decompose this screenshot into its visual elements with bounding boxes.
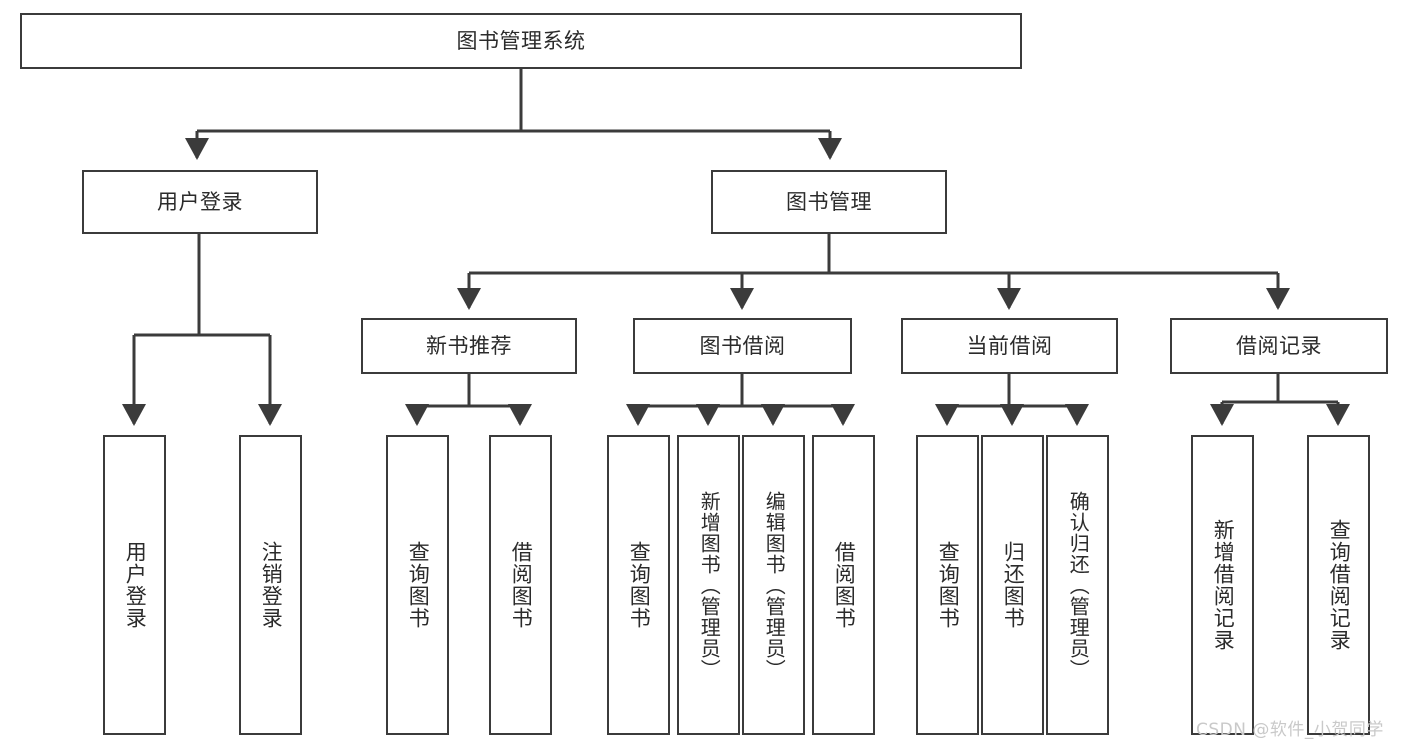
node-label: 借阅图书 xyxy=(832,541,857,629)
node-label: 新书推荐 xyxy=(426,333,512,358)
node-label: 确认归还（管理员） xyxy=(1066,490,1091,680)
node-leaf-query-book-recommend[interactable]: 查询图书 xyxy=(386,435,449,735)
node-label: 用户登录 xyxy=(123,541,148,629)
node-book-borrow[interactable]: 图书借阅 xyxy=(633,318,852,374)
node-label: 查询图书 xyxy=(406,541,431,629)
node-leaf-edit-book-admin[interactable]: 编辑图书（管理员） xyxy=(742,435,805,735)
node-label: 查询图书 xyxy=(627,541,652,629)
node-leaf-borrow-book-recommend[interactable]: 借阅图书 xyxy=(489,435,552,735)
node-label: 新增借阅记录 xyxy=(1211,519,1236,651)
node-leaf-user-login[interactable]: 用户登录 xyxy=(103,435,166,735)
node-leaf-confirm-return-admin[interactable]: 确认归还（管理员） xyxy=(1046,435,1109,735)
node-label: 当前借阅 xyxy=(966,333,1053,358)
node-current-borrow[interactable]: 当前借阅 xyxy=(901,318,1118,374)
node-label: 归还图书 xyxy=(1001,541,1026,629)
node-label: 借阅图书 xyxy=(509,541,534,629)
watermark: CSDN @软件_小贺同学 xyxy=(1196,720,1384,740)
node-label: 图书管理系统 xyxy=(456,28,586,53)
node-label: 图书借阅 xyxy=(699,333,786,358)
node-leaf-query-book-borrow[interactable]: 查询图书 xyxy=(607,435,670,735)
node-label: 新增图书（管理员） xyxy=(697,490,722,680)
node-borrow-record[interactable]: 借阅记录 xyxy=(1170,318,1388,374)
node-label: 查询借阅记录 xyxy=(1327,519,1352,651)
node-book-management[interactable]: 图书管理 xyxy=(711,170,947,234)
node-label: 编辑图书（管理员） xyxy=(762,490,787,680)
node-leaf-logout[interactable]: 注销登录 xyxy=(239,435,302,735)
node-label: 注销登录 xyxy=(259,541,284,629)
node-leaf-borrow-book[interactable]: 借阅图书 xyxy=(812,435,875,735)
node-label: 查询图书 xyxy=(936,541,961,629)
node-user-login[interactable]: 用户登录 xyxy=(82,170,318,234)
node-label: 借阅记录 xyxy=(1236,333,1322,358)
node-leaf-add-book-admin[interactable]: 新增图书（管理员） xyxy=(677,435,740,735)
node-leaf-query-book-current[interactable]: 查询图书 xyxy=(916,435,979,735)
node-new-book-recommend[interactable]: 新书推荐 xyxy=(361,318,577,374)
node-leaf-add-borrow-record[interactable]: 新增借阅记录 xyxy=(1191,435,1254,735)
node-book-management-system[interactable]: 图书管理系统 xyxy=(20,13,1022,69)
node-leaf-query-borrow-record[interactable]: 查询借阅记录 xyxy=(1307,435,1370,735)
node-label: 用户登录 xyxy=(157,189,243,214)
node-leaf-return-book[interactable]: 归还图书 xyxy=(981,435,1044,735)
node-label: 图书管理 xyxy=(786,189,872,214)
